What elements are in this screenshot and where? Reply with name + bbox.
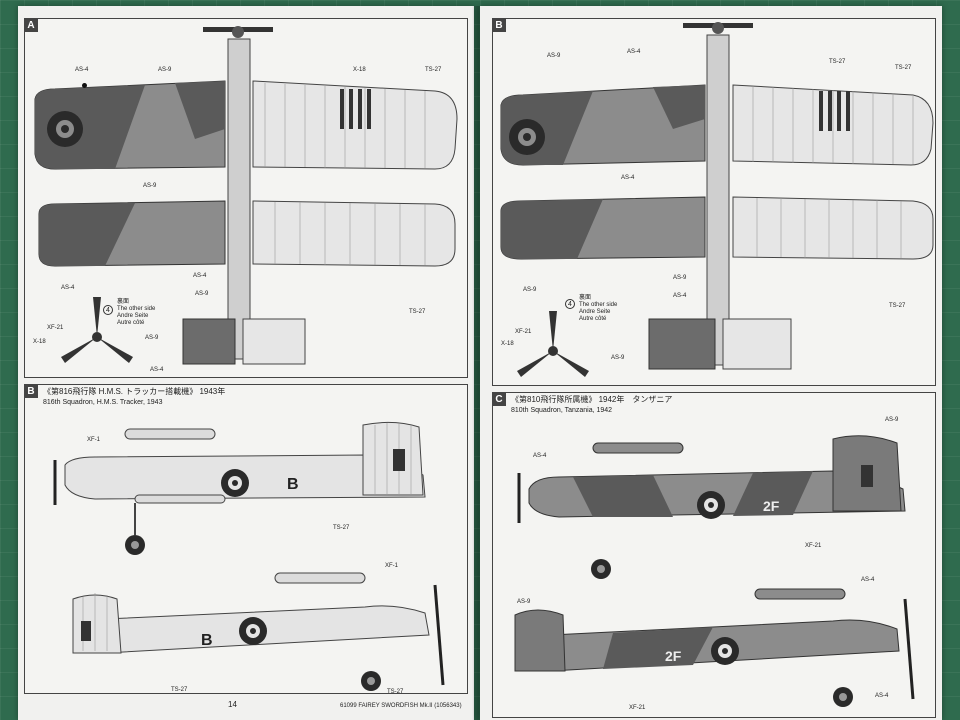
callout-as4-fuselage: AS-4 xyxy=(193,273,207,279)
panel-c: C 《第810飛行隊所属機》 1942年 タンザニア 810th Squadro… xyxy=(492,392,936,718)
callout-as9-tail-b: AS-9 xyxy=(611,355,625,361)
legend-fr-b: Autre côté xyxy=(579,316,607,322)
callout-x18: X-18 xyxy=(353,67,366,73)
callout-x18-prop: X-18 xyxy=(33,339,46,345)
page-number: 14 xyxy=(228,700,237,709)
legend-jp: 裏面 xyxy=(117,299,130,305)
callout-as9-fuselage-b: AS-9 xyxy=(673,275,687,281)
callout-as4-top-b: AS-4 xyxy=(627,49,641,55)
callout-ts27-lower-a: TS-27 xyxy=(171,687,188,693)
top-view-plane-b xyxy=(500,22,934,377)
callout-as4-lower: AS-4 xyxy=(61,285,75,291)
callout-ts27-lower: TS-27 xyxy=(409,309,426,315)
panel-c-letter: C xyxy=(492,392,506,406)
panel-c-title-en: 810th Squadron, Tanzania, 1942 xyxy=(511,407,613,414)
callout-xf1-lower: XF-1 xyxy=(385,563,399,569)
panel-c-title-jp: 《第810飛行隊所属機》 1942年 タンザニア xyxy=(511,395,673,404)
legend-jp-b: 裏面 xyxy=(579,295,592,301)
panel-b-top: B xyxy=(492,18,936,386)
callout-ts27-top-b2: TS-27 xyxy=(895,65,912,71)
panel-b-side: B 《第816飛行隊 H.M.S. トラッカー搭載機》 1943年 816th … xyxy=(24,384,468,695)
side-view-plane-b-upper: B B xyxy=(53,421,445,691)
callout-ts27-lower-b: TS-27 xyxy=(387,689,404,695)
legend-en-b: The other side xyxy=(579,302,618,308)
panel-a: A xyxy=(24,18,468,378)
callout-as4-top: AS-4 xyxy=(75,67,89,73)
callout-as9-lower-b: AS-9 xyxy=(523,287,537,293)
callout-as9-lower: AS-9 xyxy=(143,183,157,189)
callout-x18-b: X-18 xyxy=(501,341,514,347)
callout-as4-lower-b: AS-4 xyxy=(621,175,635,181)
legend-fr: Autre côté xyxy=(117,320,145,326)
callout-xf1-upper: XF-1 xyxy=(87,437,101,443)
legend-en: The other side xyxy=(117,306,156,312)
callout-ts27-upper: TS-27 xyxy=(333,525,350,531)
callout-as9-top-b: AS-9 xyxy=(547,53,561,59)
callout-ts27-top-b: TS-27 xyxy=(829,59,846,65)
side-view-plane-c: 2F 2F xyxy=(514,435,915,707)
other-side-legend: 裏面 The other side Andre Seite Autre côté xyxy=(117,299,155,327)
panel-b-letter: B xyxy=(24,384,38,398)
callout-as9-top: AS-9 xyxy=(158,67,172,73)
callout-as9-fuselage: AS-9 xyxy=(195,291,209,297)
part-number-4: 4 xyxy=(103,305,113,315)
panel-a-letter: A xyxy=(24,18,38,32)
panel-b-title-en: 816th Squadron, H.M.S. Tracker, 1943 xyxy=(43,399,163,406)
callout-as4-tail: AS-4 xyxy=(150,367,164,373)
code-lower-c: 2F xyxy=(665,648,682,664)
callout-ts27-top: TS-27 xyxy=(425,67,442,73)
legend-de: Andre Seite xyxy=(117,313,149,319)
legend-de-b: Andre Seite xyxy=(579,309,611,315)
callout-as9-tail: AS-9 xyxy=(145,335,159,341)
callout-ts27-lower-b: TS-27 xyxy=(889,303,906,309)
callout-as9-c-lower: AS-9 xyxy=(517,599,531,605)
panel-b-title-jp: 《第816飛行隊 H.M.S. トラッカー搭載機》 1943年 xyxy=(43,387,226,396)
callout-xf21: XF-21 xyxy=(47,325,64,331)
callout-xf21-b: XF-21 xyxy=(515,329,532,335)
left-page: A xyxy=(18,6,474,720)
callout-as4-c-bottom: AS-4 xyxy=(875,693,889,699)
callout-xf21-c-lower: XF-21 xyxy=(629,705,646,711)
top-view-plane-a xyxy=(34,26,458,365)
callout-xf21-c-upper: XF-21 xyxy=(805,543,822,549)
right-page: B xyxy=(480,6,942,720)
code-letter-upper: B xyxy=(287,476,299,493)
callout-as9-c-upper: AS-9 xyxy=(885,417,899,423)
callout-as4-c-upper: AS-4 xyxy=(533,453,547,459)
part-number-4-b: 4 xyxy=(565,299,575,309)
other-side-legend-b: 裏面 The other side Andre Seite Autre côté xyxy=(579,295,617,323)
callout-as4-fuselage-b: AS-4 xyxy=(673,293,687,299)
callout-as4-c-lower: AS-4 xyxy=(861,577,875,583)
footer-code: 61099 FAIREY SWORDFISH Mk.II (1056343) xyxy=(340,703,462,709)
code-letter-lower: B xyxy=(201,632,213,649)
panel-b-top-letter: B xyxy=(492,18,506,32)
callout-dot xyxy=(82,83,87,88)
code-upper-c: 2F xyxy=(763,498,780,514)
